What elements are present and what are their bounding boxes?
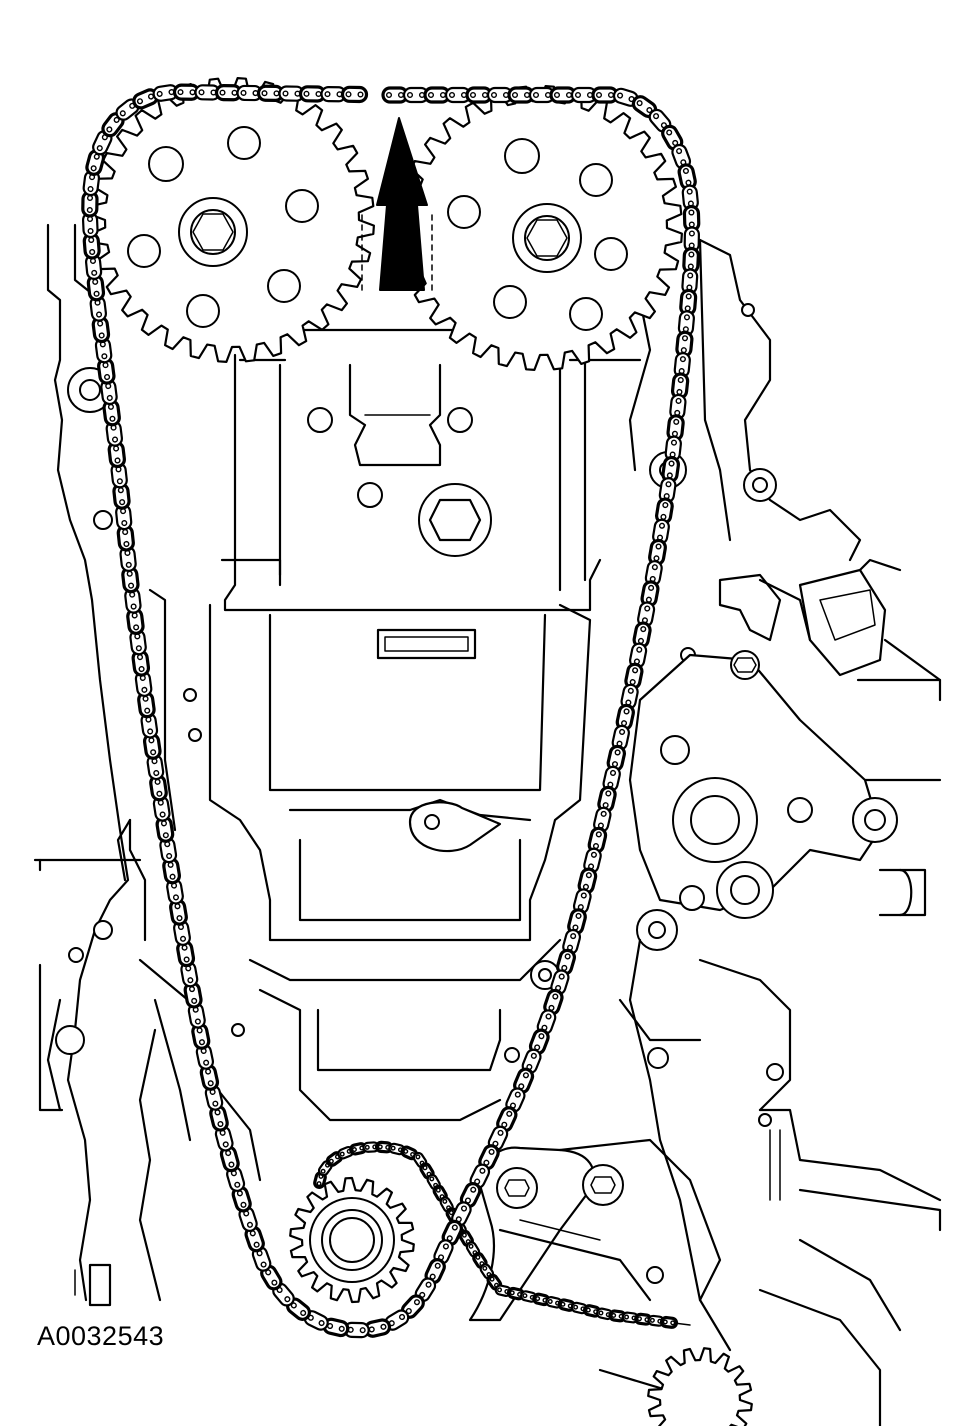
chain-link xyxy=(637,601,656,628)
chain-link xyxy=(624,662,644,690)
chain-link xyxy=(486,86,514,104)
chain-link xyxy=(173,919,191,946)
chain-link xyxy=(469,1163,491,1189)
chain-link xyxy=(134,670,153,697)
chain-link xyxy=(611,724,630,751)
chain-link xyxy=(85,149,106,176)
chain-link xyxy=(602,765,621,792)
chain-link xyxy=(116,524,135,552)
chain-link xyxy=(86,274,106,302)
figure-reference-number: A0032543 xyxy=(37,1321,165,1351)
chain-tensioner-arm xyxy=(468,1138,722,1322)
chain-link xyxy=(81,211,99,239)
chain-link xyxy=(343,1321,370,1339)
chain-link xyxy=(364,1318,392,1338)
chain-link xyxy=(666,414,685,442)
oil-pump-sprocket xyxy=(647,1347,753,1426)
chain-link xyxy=(238,1206,258,1232)
chain-link xyxy=(673,352,691,379)
chain-link xyxy=(226,1166,246,1192)
chain-link xyxy=(191,1022,211,1050)
chain-link xyxy=(658,477,677,504)
chain-link xyxy=(115,504,133,531)
chain-link xyxy=(159,837,178,864)
chain-link xyxy=(620,683,639,710)
camshaft-sprockets xyxy=(89,77,683,371)
chain-link xyxy=(256,84,285,102)
chain-link xyxy=(507,86,535,104)
timing-mark-lines xyxy=(361,214,433,291)
chain-link xyxy=(219,1145,240,1173)
direction-arrow-icon xyxy=(376,117,428,291)
chain-link xyxy=(644,560,663,587)
engine-block xyxy=(33,223,942,1426)
chain-link xyxy=(110,462,128,489)
chain-link xyxy=(349,1142,368,1156)
chain-link xyxy=(82,170,101,197)
chain-link xyxy=(100,378,118,406)
chain-link xyxy=(272,1282,295,1307)
chain-link xyxy=(381,86,409,104)
chain-link xyxy=(204,1084,224,1111)
chain-link xyxy=(402,86,430,104)
timing-chain xyxy=(81,83,701,1339)
chain-link xyxy=(142,732,162,760)
chain-link xyxy=(661,124,684,151)
chain-link xyxy=(506,1286,525,1301)
chain-link xyxy=(550,969,570,996)
chain-link xyxy=(496,1106,518,1133)
chain-link xyxy=(659,1315,679,1329)
chain-link xyxy=(513,1067,535,1095)
chain-link xyxy=(669,393,687,420)
crankshaft-sprocket-assembly xyxy=(289,1140,753,1426)
chain-link xyxy=(340,85,369,104)
chain-link xyxy=(426,1173,441,1191)
chain-link xyxy=(459,1182,482,1209)
chain-link xyxy=(675,330,694,358)
